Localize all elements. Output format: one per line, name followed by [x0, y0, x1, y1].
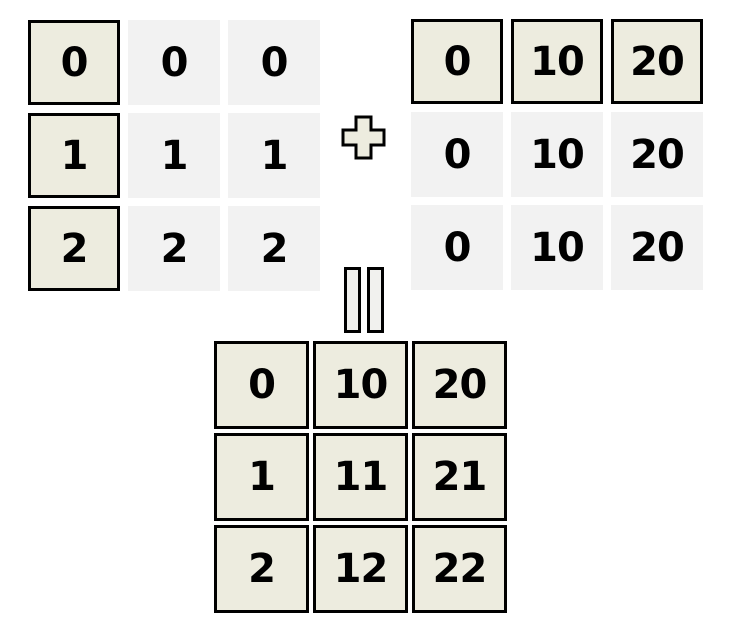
matrix-cell: 21 [412, 433, 507, 521]
matrix-cell-ghost: 1 [128, 113, 220, 198]
equals-bar-right [367, 267, 384, 333]
matrix-cell: 10 [313, 341, 408, 429]
matrix-cell-ghost: 0 [411, 112, 503, 197]
matrix-cell: 2 [28, 206, 120, 291]
matrix-cell-ghost: 10 [511, 205, 603, 290]
matrix-cell: 11 [313, 433, 408, 521]
matrix-cell: 10 [511, 19, 603, 104]
matrix-cell-ghost: 20 [611, 112, 703, 197]
matrix-result: 0 10 20 1 11 21 2 12 22 [214, 341, 507, 613]
matrix-cell: 1 [214, 433, 309, 521]
matrix-cell: 12 [313, 525, 408, 613]
plus-icon [341, 115, 386, 160]
matrix-cell: 22 [412, 525, 507, 613]
matrix-cell-ghost: 0 [228, 20, 320, 105]
matrix-cell: 20 [611, 19, 703, 104]
matrix-cell-ghost: 20 [611, 205, 703, 290]
matrix-cell-ghost: 0 [128, 20, 220, 105]
matrix-a: 0 0 0 1 1 1 2 2 2 [28, 20, 320, 291]
matrix-cell-ghost: 2 [128, 206, 220, 291]
equals-icon [344, 267, 384, 333]
matrix-cell: 2 [214, 525, 309, 613]
matrix-cell-ghost: 0 [411, 205, 503, 290]
matrix-b: 0 10 20 0 10 20 0 10 20 [411, 19, 703, 290]
matrix-cell: 0 [411, 19, 503, 104]
matrix-cell: 0 [28, 20, 120, 105]
matrix-cell-ghost: 2 [228, 206, 320, 291]
matrix-cell: 20 [412, 341, 507, 429]
matrix-cell: 1 [28, 113, 120, 198]
matrix-cell-ghost: 10 [511, 112, 603, 197]
matrix-cell: 0 [214, 341, 309, 429]
matrix-cell-ghost: 1 [228, 113, 320, 198]
equals-bar-left [344, 267, 361, 333]
